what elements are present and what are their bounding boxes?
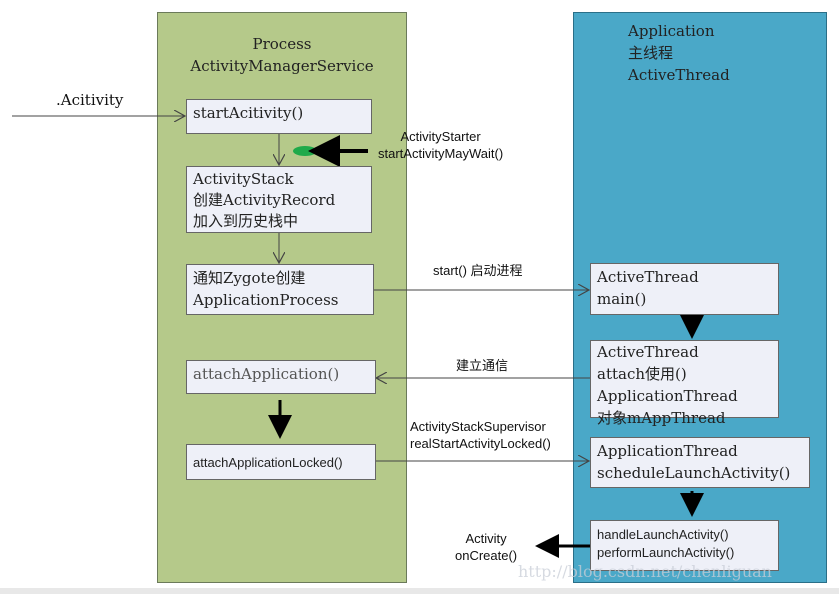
handle-launch-activity-box: handleLaunchActivity() performLaunchActi… bbox=[590, 520, 779, 571]
ams-title-line1: Process bbox=[252, 35, 312, 53]
application-title: Application 主线程 ActiveThread bbox=[628, 22, 730, 84]
notify-zygote-box: 通知Zygote创建 ApplicationProcess bbox=[186, 264, 374, 315]
watermark: http://blog.csdn.net/chenliguan bbox=[518, 562, 772, 581]
schedule-launch-activity-box: ApplicationThread scheduleLaunchActivity… bbox=[590, 437, 810, 488]
activity-starter-label: ActivityStarter startActivityMayWait() bbox=[378, 129, 504, 161]
bottom-strip bbox=[0, 588, 839, 594]
ams-title-line2: ActivityManagerService bbox=[190, 57, 374, 75]
activity-oncreate-label: Activity onCreate() bbox=[455, 531, 518, 563]
active-thread-attach-box: ActiveThread attach使用() ApplicationThrea… bbox=[590, 340, 779, 427]
attach-application-locked-box: attachApplicationLocked() bbox=[186, 444, 376, 480]
establish-communication-label: 建立通信 bbox=[456, 358, 509, 373]
ams-title: Process ActivityManagerService bbox=[158, 33, 406, 77]
attach-application-box: attachApplication() bbox=[186, 360, 376, 394]
incoming-activity-label: .Acitivity bbox=[56, 91, 124, 109]
start-activity-box: startAcitivity() bbox=[186, 99, 372, 134]
stack-supervisor-label: ActivityStackSupervisor realStartActivit… bbox=[410, 419, 551, 451]
start-process-label: start() 启动进程 bbox=[433, 263, 523, 278]
activity-stack-box: ActivityStack 创建ActivityRecord 加入到历史栈中 bbox=[186, 166, 372, 233]
active-thread-main-box: ActiveThread main() bbox=[590, 263, 779, 315]
